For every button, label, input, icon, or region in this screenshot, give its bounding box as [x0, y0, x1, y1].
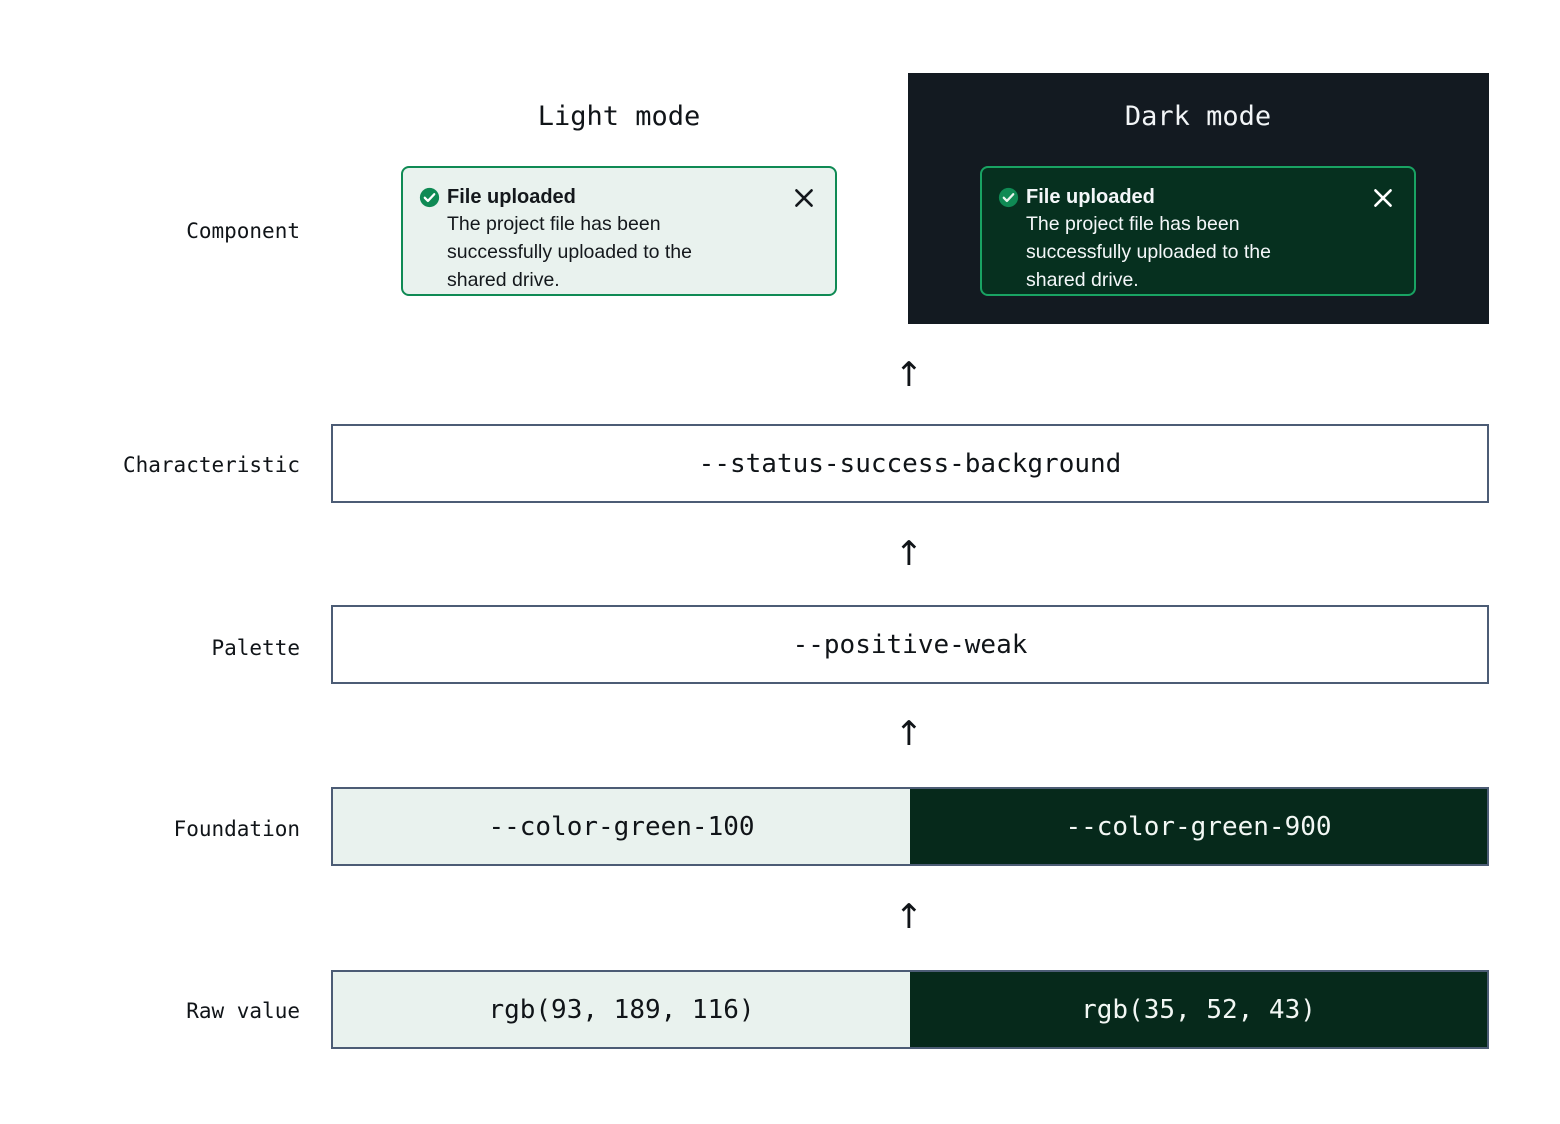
raw-value-dark: rgb(35, 52, 43): [910, 972, 1487, 1047]
raw-value-bar: rgb(93, 189, 116) rgb(35, 52, 43): [331, 970, 1489, 1049]
row-label-foundation: Foundation: [173, 817, 300, 841]
toast-light: File uploaded The project file has been …: [401, 166, 837, 296]
palette-token-value: --positive-weak: [792, 629, 1028, 660]
toast-title: File uploaded: [1026, 186, 1155, 208]
toast-body: File uploaded The project file has been …: [447, 184, 783, 294]
foundation-token-bar: --color-green-100 --color-green-900: [331, 787, 1489, 866]
close-icon[interactable]: [791, 185, 817, 211]
toast-message: The project file has been successfully u…: [1026, 213, 1271, 291]
up-arrow-icon: ↑: [894, 534, 924, 574]
palette-token-bar: --positive-weak: [331, 605, 1489, 684]
row-label-raw-value: Raw value: [186, 999, 300, 1023]
toast-dark: File uploaded The project file has been …: [980, 166, 1416, 296]
characteristic-token-value: --status-success-background: [698, 448, 1122, 479]
up-arrow-icon: ↑: [894, 714, 924, 754]
raw-value-light: rgb(93, 189, 116): [333, 972, 910, 1047]
row-label-component: Component: [186, 219, 300, 243]
check-circle-icon: [419, 187, 440, 208]
close-icon[interactable]: [1370, 185, 1396, 211]
up-arrow-icon: ↑: [894, 897, 924, 937]
toast-message: The project file has been successfully u…: [447, 213, 692, 291]
check-circle-icon: [998, 187, 1019, 208]
up-arrow-icon: ↑: [894, 355, 924, 395]
foundation-token-light: --color-green-100: [333, 789, 910, 864]
characteristic-token-bar: --status-success-background: [331, 424, 1489, 503]
foundation-token-dark: --color-green-900: [910, 789, 1487, 864]
row-label-characteristic: Characteristic: [122, 453, 300, 477]
row-label-palette: Palette: [211, 636, 300, 660]
toast-title: File uploaded: [447, 186, 576, 208]
toast-body: File uploaded The project file has been …: [1026, 184, 1362, 294]
dark-mode-heading: Dark mode: [1124, 101, 1272, 132]
light-mode-heading: Light mode: [537, 101, 701, 132]
